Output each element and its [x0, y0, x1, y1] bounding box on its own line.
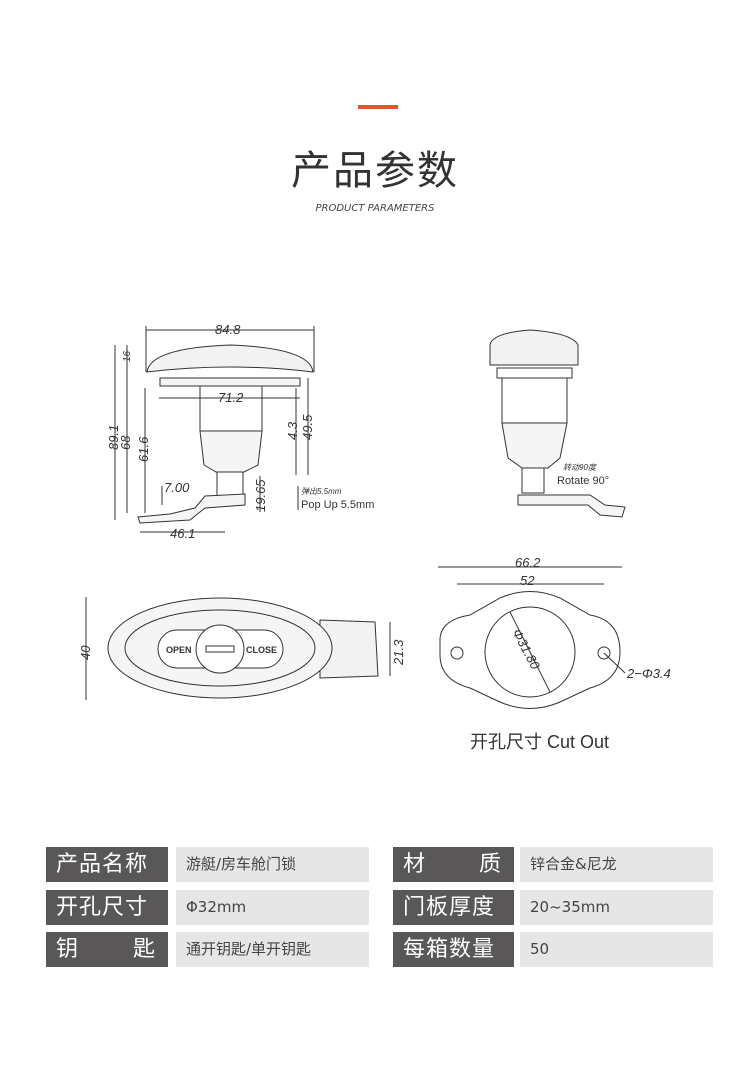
spec-label: 材质: [393, 847, 514, 882]
page-title: 产品参数: [291, 148, 459, 194]
dim-cap: 16: [122, 350, 133, 362]
dim-shaft: 19.65: [253, 479, 268, 512]
rotate-en: Rotate 90°: [557, 475, 609, 487]
label-open: OPEN: [166, 645, 192, 655]
dim-height-a: 68: [118, 435, 133, 450]
spec-label-char: 材: [403, 852, 427, 877]
spec-label-char: 匙: [132, 937, 156, 962]
label-close: CLOSE: [246, 645, 277, 655]
dim-height-b: 61.6: [136, 436, 151, 462]
technical-drawing: 84.8 71.2 89.1 68 61.6 16 4.3 49.5 7.00 …: [78, 322, 671, 752]
spec-label: 门板厚度: [393, 890, 514, 925]
dim-cutout-width: 66.2: [515, 555, 541, 570]
spec-value: 通开钥匙/单开钥匙: [176, 932, 369, 967]
popup-cn: 弹出5.5mm: [301, 487, 342, 496]
spec-label: 钥匙: [46, 932, 168, 967]
dim-small-holes: 2−Φ3.4: [626, 666, 671, 681]
spec-label-char: 钥: [56, 937, 80, 962]
spec-label: 开孔尺寸: [46, 890, 168, 925]
spec-value: 20~35mm: [520, 890, 713, 925]
spec-label: 产品名称: [46, 847, 168, 882]
dim-cam-length: 46.1: [170, 526, 195, 541]
dim-hole-spacing: 52: [520, 573, 535, 588]
spec-value: 游艇/房车舱门锁: [176, 847, 369, 882]
top-view: OPEN CLOSE 40 21.3: [78, 597, 406, 700]
dim-width: 84.8: [215, 322, 241, 337]
spec-label-char: 质: [478, 852, 502, 877]
cutout-caption: 开孔尺寸 Cut Out: [470, 732, 609, 752]
spec-value: Φ32mm: [176, 890, 369, 925]
page-subtitle: PRODUCT PARAMETERS: [315, 203, 435, 214]
dim-top-height: 40: [78, 645, 93, 660]
accent-bar: [358, 105, 398, 109]
cutout-view: 66.2 52 Φ31.80 2−Φ3.4 开孔尺寸 Cut Out: [438, 555, 671, 752]
rotate-cn: 转动90度: [563, 463, 598, 472]
spec-value: 50: [520, 932, 713, 967]
front-view: 84.8 71.2 89.1 68 61.6 16 4.3 49.5 7.00 …: [106, 322, 374, 541]
dim-flange: 71.2: [218, 390, 244, 405]
popup-en: Pop Up 5.5mm: [301, 499, 374, 511]
dim-cam-width: 21.3: [391, 639, 406, 666]
dim-height-total: 89.1: [106, 425, 121, 450]
dim-d2: 49.5: [300, 414, 315, 440]
dim-d1: 4.3: [285, 421, 300, 440]
dim-cam-offset: 7.00: [164, 480, 190, 495]
spec-value: 锌合金&尼龙: [520, 847, 713, 882]
spec-label: 每箱数量: [393, 932, 514, 967]
side-view: 转动90度 Rotate 90°: [489, 329, 626, 518]
